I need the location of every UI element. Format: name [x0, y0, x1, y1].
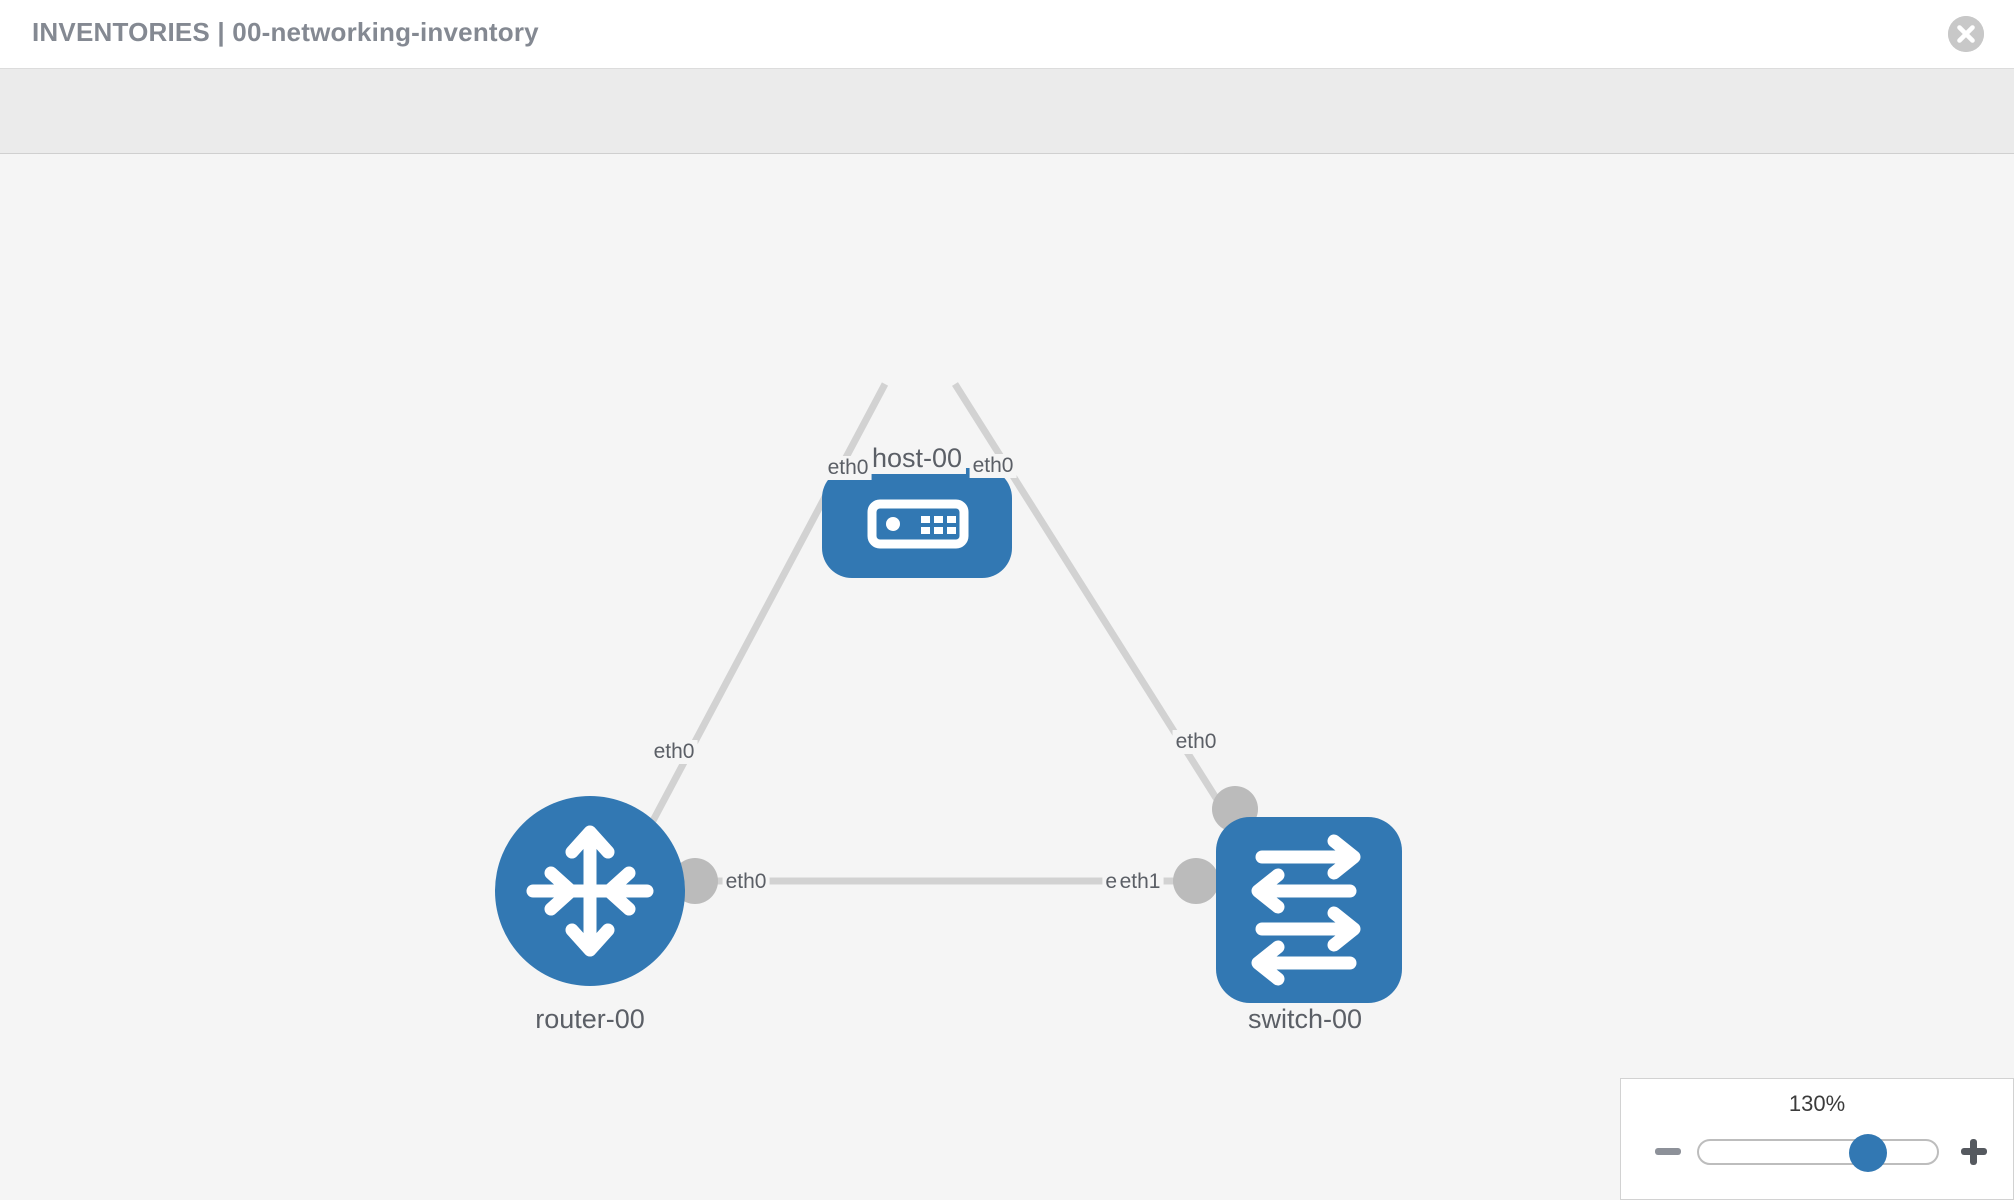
close-circle-icon — [1948, 16, 1984, 52]
minus-icon — [1655, 1148, 1681, 1155]
iface-label: eth0 — [1172, 730, 1220, 754]
topology-canvas[interactable]: eth0 eth0 eth0 eth0 eth0 eth eth1 host-0… — [0, 154, 2014, 1200]
node-router-00[interactable] — [495, 796, 685, 986]
node-label-switch-00: switch-00 — [1243, 1004, 1367, 1035]
zoom-slider-thumb[interactable] — [1848, 1134, 1887, 1172]
node-switch-00[interactable] — [1216, 817, 1402, 1003]
close-icon[interactable] — [1948, 16, 1984, 52]
node-host-00[interactable] — [822, 468, 1012, 578]
iface-label: eth0 — [824, 456, 872, 480]
iface-label: eth0 — [969, 454, 1017, 478]
zoom-slider[interactable] — [1697, 1134, 1939, 1172]
zoom-in-button[interactable] — [1957, 1135, 1991, 1169]
node-label-router-00: router-00 — [531, 1004, 649, 1035]
link-host-switch[interactable] — [952, 382, 1248, 846]
zoom-control-panel: 130% — [1620, 1078, 2014, 1200]
port-switch-west[interactable] — [1173, 858, 1219, 904]
topology-graph — [495, 382, 1402, 1003]
page-title: INVENTORIES | 00-networking-inventory — [32, 17, 539, 47]
server-icon — [867, 499, 969, 549]
plus-icon — [1961, 1139, 1987, 1165]
router-arrows-icon — [526, 825, 654, 957]
iface-label: eth0 — [722, 870, 770, 894]
page-header: INVENTORIES | 00-networking-inventory — [0, 0, 2014, 68]
iface-label: eth1 — [1116, 870, 1164, 894]
node-label-host-00: host-00 — [867, 443, 967, 474]
switch-arrows-icon — [1251, 834, 1361, 986]
toolbar: ACTIONS SEARCH — [0, 68, 2014, 207]
iface-label: eth0 — [650, 740, 698, 764]
zoom-out-button[interactable] — [1651, 1135, 1685, 1169]
zoom-level-value: 130% — [1788, 1091, 1846, 1116]
zoom-slider-row — [1621, 1131, 2013, 1172]
